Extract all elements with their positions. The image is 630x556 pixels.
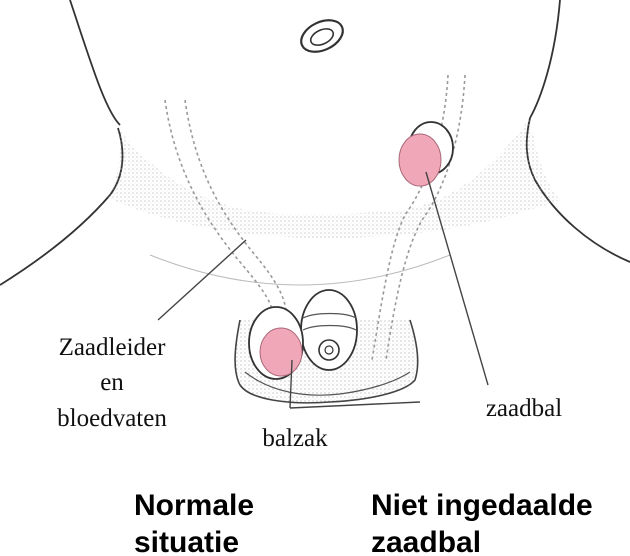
navel <box>296 14 348 58</box>
penis <box>301 290 357 370</box>
label-zaadbal: zaadbal <box>486 395 562 422</box>
descended-testicle <box>249 307 303 379</box>
caption-undescended-line2: zaadbal <box>371 526 481 556</box>
label-en: en <box>100 369 124 396</box>
caption-undescended-line1: Niet ingedaalde <box>371 489 593 522</box>
body-outline <box>0 0 630 285</box>
label-bloedvaten: bloedvaten <box>57 405 167 432</box>
caption-normal-line2: situatie <box>134 526 239 556</box>
label-balzak: balzak <box>262 425 328 452</box>
label-zaadleider: Zaadleider <box>59 334 167 361</box>
groin-shading <box>108 118 560 285</box>
caption-normal-line1: Normale <box>134 489 254 522</box>
